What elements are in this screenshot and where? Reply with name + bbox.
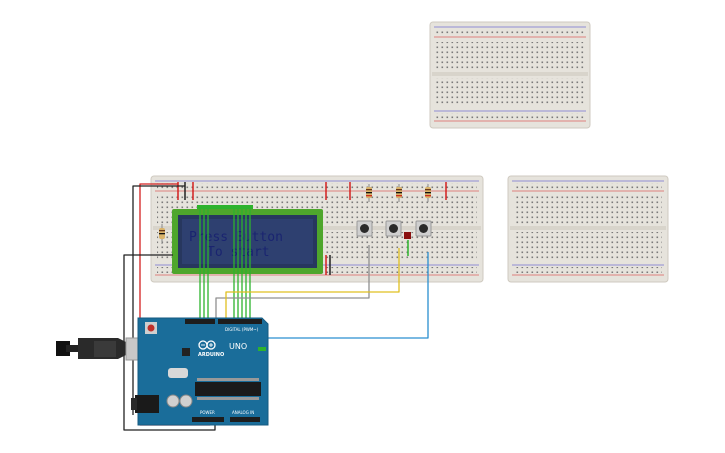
push-button-icon[interactable] — [356, 220, 373, 237]
breadboard-top-right[interactable] — [429, 21, 591, 129]
lcd-header-pins — [197, 205, 253, 209]
lcd-display[interactable]: Press Button To start — [172, 205, 323, 274]
power-analog-headers — [192, 417, 260, 422]
breadboard-jumpers — [177, 182, 447, 275]
power-label: POWER — [200, 410, 215, 415]
logo-label: ARDUINO — [198, 352, 224, 358]
power-jack — [131, 395, 159, 413]
model-label: UNO — [229, 342, 247, 351]
led-icon[interactable] — [404, 232, 411, 239]
digital-label: DIGITAL (PWM~) — [225, 327, 259, 332]
resistor-icon[interactable] — [366, 184, 372, 202]
lcd-line-1: Press Button — [189, 230, 283, 245]
reset-button[interactable] — [145, 322, 157, 334]
resistor-icon[interactable] — [425, 184, 431, 202]
push-button-icon[interactable] — [385, 220, 402, 237]
resistor-icon[interactable] — [396, 184, 402, 202]
arduino-logo-icon — [198, 340, 216, 350]
digital-headers — [185, 319, 262, 324]
arduino-uno-board[interactable]: DIGITAL (PWM~) ARDUINO UNO — [131, 317, 269, 426]
analog-label: ANALOG IN — [232, 410, 254, 415]
push-button-icon[interactable] — [415, 220, 432, 237]
potentiometer-icon[interactable] — [159, 224, 165, 244]
microcontroller-chip — [195, 378, 261, 400]
breadboard-right[interactable] — [507, 175, 669, 283]
